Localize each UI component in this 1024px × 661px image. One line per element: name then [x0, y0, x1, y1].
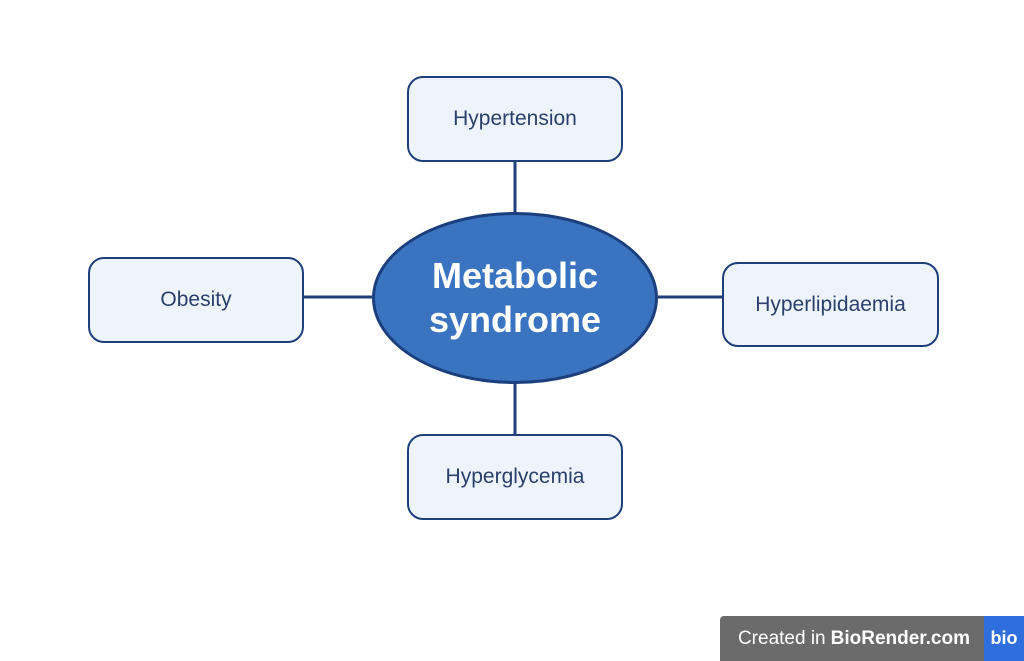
- node-obesity: Obesity: [88, 257, 304, 343]
- center-label-line1: Metabolic: [431, 255, 599, 296]
- node-obesity-label: Obesity: [160, 288, 232, 311]
- biorender-logo-icon: bio: [984, 616, 1024, 661]
- node-hypertension: Hypertension: [407, 76, 623, 162]
- center-node-metabolic-syndrome: Metabolic syndrome: [372, 212, 658, 384]
- watermark-prefix: Created in: [737, 627, 826, 649]
- biorender-watermark: Created in BioRender.com bio: [719, 616, 1024, 661]
- watermark-brand: BioRender.com: [830, 627, 970, 649]
- node-hyperlipidaemia: Hyperlipidaemia: [722, 262, 939, 347]
- node-hyperlipidaemia-label: Hyperlipidaemia: [755, 292, 906, 316]
- node-hyperglycemia: Hyperglycemia: [407, 434, 623, 520]
- biorender-logo-text: bio: [990, 628, 1018, 648]
- center-label: Metabolic syndrome: [400, 254, 630, 342]
- node-hyperglycemia-label: Hyperglycemia: [445, 465, 585, 488]
- watermark-text: Created in BioRender.com: [719, 616, 984, 661]
- node-hypertension-label: Hypertension: [453, 107, 577, 130]
- center-label-line2: syndrome: [428, 299, 602, 340]
